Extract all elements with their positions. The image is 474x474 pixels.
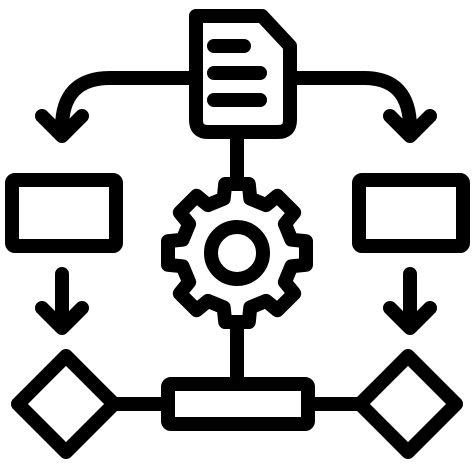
arrow-down-left-icon <box>35 267 89 335</box>
curved-arrow-left-icon <box>35 71 203 143</box>
gear-outline <box>161 177 313 329</box>
arrow-down-right-icon <box>383 267 437 335</box>
left-process-box <box>5 173 123 253</box>
arrow-head-left <box>35 109 89 143</box>
gear-icon <box>161 177 313 329</box>
curved-arrow-right-icon <box>283 71 437 143</box>
right-process-box <box>352 173 470 253</box>
arrow-head-right <box>383 109 437 143</box>
document-icon <box>189 9 297 139</box>
left-decision-diamond <box>11 349 121 459</box>
right-decision-diamond <box>353 349 463 459</box>
gear-center-circle <box>204 220 270 286</box>
center-process-box <box>161 377 315 431</box>
